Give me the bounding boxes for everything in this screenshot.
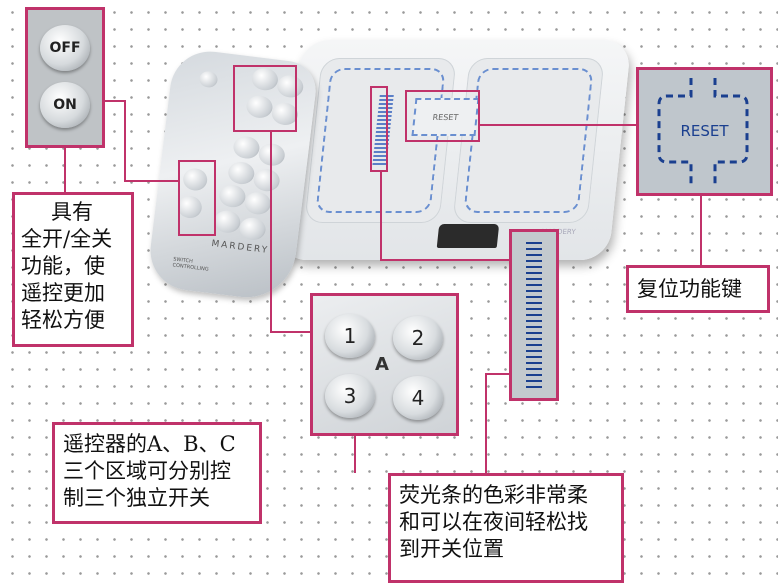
- remote-subtitle: SWITCH CONTROLLING: [172, 256, 209, 273]
- light-bar-detail: [512, 232, 556, 398]
- all-on-button[interactable]: ON: [40, 82, 90, 128]
- caption-line: 荧光条的色彩非常柔: [399, 483, 588, 507]
- connector-line: [354, 433, 356, 473]
- keypad-key-2[interactable]: 2: [393, 316, 443, 360]
- panel-bar-highlight: [370, 86, 388, 172]
- remote-brand: MARDERY: [210, 238, 270, 256]
- caption-line: 功能，使: [21, 254, 105, 278]
- connector-line: [270, 331, 312, 333]
- plate-dash-outline: [463, 68, 594, 213]
- remote-key-c2[interactable]: [243, 190, 272, 216]
- onoff-detail-frame: [25, 7, 105, 148]
- remote-key-b3[interactable]: [227, 160, 256, 186]
- keypad-key-label: 3: [343, 384, 357, 408]
- remote-onoff-highlight: [178, 160, 216, 236]
- caption-line: 具有: [51, 200, 93, 224]
- all-off-label: OFF: [49, 40, 81, 56]
- connector-line: [64, 145, 66, 193]
- connector-line: [124, 180, 180, 182]
- keypad-key-3[interactable]: 3: [325, 374, 375, 418]
- connector-line: [380, 172, 382, 260]
- caption-line: 全开/全关: [21, 227, 113, 251]
- onoff-caption: 具有 全开/全关 功能，使 遥控更加 轻松方便: [12, 192, 134, 347]
- switch-panel: RESET MARDERY: [278, 40, 632, 260]
- all-on-label: ON: [53, 97, 77, 113]
- keypad-detail: 1 2 3 4 A: [313, 296, 456, 433]
- connector-line: [124, 100, 126, 180]
- remote-keygroup-highlight: [233, 65, 297, 132]
- connector-line: [485, 373, 487, 475]
- caption-line: 到开关位置: [399, 537, 504, 561]
- connector-line: [380, 259, 512, 261]
- remote-key-b1[interactable]: [232, 134, 261, 160]
- remote-key-c3[interactable]: [213, 209, 242, 235]
- caption-line: 三个区域可分别控: [63, 459, 231, 483]
- keypad-key-1[interactable]: 1: [325, 314, 375, 358]
- keypad-key-label: 4: [411, 386, 425, 410]
- remote-key-b4[interactable]: [252, 167, 281, 193]
- all-off-button[interactable]: OFF: [40, 25, 90, 71]
- reset-detail-frame: [636, 67, 773, 196]
- caption-line: 和可以在夜间轻松找: [399, 510, 588, 534]
- connector-line: [100, 100, 124, 102]
- panel-bottom-tab: [436, 224, 500, 248]
- remote-key-c1[interactable]: [218, 183, 247, 209]
- caption-line: 轻松方便: [21, 308, 105, 332]
- keypad-detail-frame: [310, 293, 459, 436]
- reset-label: RESET: [680, 122, 729, 140]
- remote-small-button[interactable]: [198, 70, 219, 89]
- caption-line: 遥控更加: [21, 281, 105, 305]
- keypad-group-label: A: [375, 354, 389, 375]
- light-bar-stripes: [526, 242, 542, 392]
- panel-reset-highlight: [405, 90, 480, 142]
- keypad-key-label: 2: [411, 326, 425, 350]
- connector-line: [480, 124, 640, 126]
- connector-line: [485, 373, 512, 375]
- connector-line: [700, 195, 702, 267]
- light-bar-caption: 荧光条的色彩非常柔 和可以在夜间轻松找 到开关位置: [388, 473, 624, 583]
- reset-caption: 复位功能键: [626, 265, 770, 313]
- light-bar-frame: [509, 229, 559, 401]
- keypad-caption: 遥控器的A、B、C 三个区域可分别控 制三个独立开关: [52, 422, 262, 524]
- onoff-detail: OFF ON: [28, 10, 102, 145]
- caption-line: 复位功能键: [637, 277, 742, 301]
- keypad-key-4[interactable]: 4: [393, 376, 443, 420]
- caption-line: 遥控器的A、B、C: [63, 432, 236, 456]
- caption-line: 制三个独立开关: [63, 486, 210, 510]
- reset-detail: RESET: [639, 70, 770, 193]
- keypad-key-label: 1: [343, 324, 357, 348]
- remote-key-c4[interactable]: [238, 216, 267, 242]
- connector-line: [270, 130, 272, 332]
